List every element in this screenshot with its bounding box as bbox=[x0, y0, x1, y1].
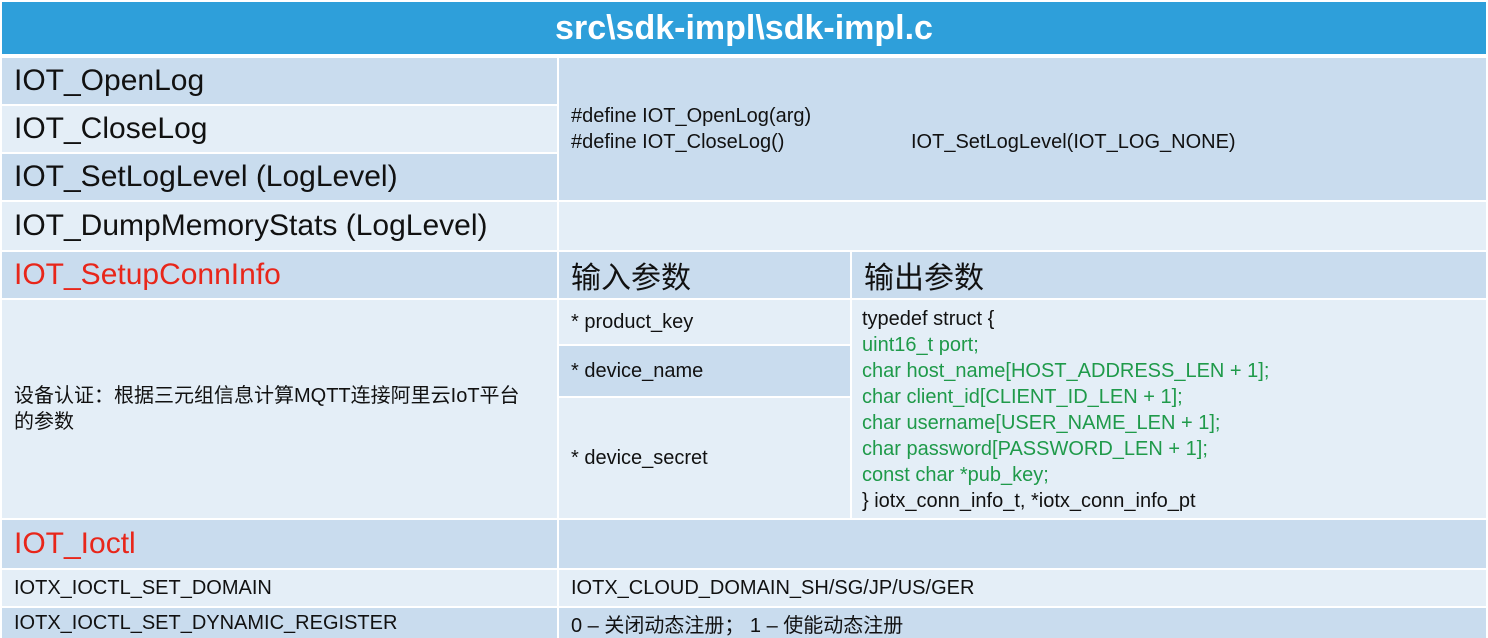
struct-field-port: uint16_t port; bbox=[862, 334, 979, 356]
define-close-log-row: #define IOT_CloseLog() IOT_SetLogLevel(IO… bbox=[571, 129, 1236, 155]
func-open-log: IOT_OpenLog bbox=[2, 58, 557, 104]
ioctl-empty-cell bbox=[559, 520, 1486, 568]
output-struct-cell: typedef struct { uint16_t port; char hos… bbox=[852, 300, 1486, 518]
output-params-header: 输出参数 bbox=[852, 252, 1486, 298]
log-defines-cell: #define IOT_OpenLog(arg) #define IOT_Clo… bbox=[559, 58, 1486, 200]
struct-field-host-name: char host_name[HOST_ADDRESS_LEN + 1]; bbox=[862, 360, 1270, 382]
struct-field-pub-key: const char *pub_key; bbox=[862, 464, 1049, 486]
define-open-log: #define IOT_OpenLog(arg) bbox=[571, 105, 812, 127]
func-set-log-level: IOT_SetLogLevel (LogLevel) bbox=[2, 154, 557, 200]
define-close-log-value: IOT_SetLogLevel(IOT_LOG_NONE) bbox=[911, 131, 1236, 153]
struct-field-password: char password[PASSWORD_LEN + 1]; bbox=[862, 438, 1208, 460]
struct-field-client-id: char client_id[CLIENT_ID_LEN + 1]; bbox=[862, 386, 1183, 408]
input-device-name: * device_name bbox=[559, 346, 850, 396]
dump-memory-empty-cell bbox=[559, 202, 1486, 250]
ioctl-option-set-domain: IOTX_IOCTL_SET_DOMAIN bbox=[2, 570, 557, 606]
func-close-log: IOT_CloseLog bbox=[2, 106, 557, 152]
setup-conn-name: IOT_SetupConnInfo bbox=[2, 252, 557, 298]
ioctl-value-set-domain: IOTX_CLOUD_DOMAIN_SH/SG/JP/US/GER bbox=[559, 570, 1486, 606]
struct-field-username: char username[USER_NAME_LEN + 1]; bbox=[862, 412, 1221, 434]
ioctl-name: IOT_Ioctl bbox=[2, 520, 557, 568]
input-device-secret: * device_secret bbox=[559, 398, 850, 518]
func-dump-memory-stats: IOT_DumpMemoryStats (LogLevel) bbox=[2, 202, 557, 250]
struct-close: } iotx_conn_info_t, *iotx_conn_info_pt bbox=[862, 490, 1196, 512]
ioctl-option-dynamic-register: IOTX_IOCTL_SET_DYNAMIC_REGISTER bbox=[2, 608, 557, 638]
input-params-header: 输入参数 bbox=[559, 252, 850, 298]
output-struct-code: typedef struct { uint16_t port; char hos… bbox=[852, 306, 1269, 514]
log-defines: #define IOT_OpenLog(arg) #define IOT_Clo… bbox=[559, 103, 1236, 155]
ioctl-value-dynamic-register: 0 – 关闭动态注册； 1 – 使能动态注册 bbox=[559, 608, 1486, 638]
define-close-log: #define IOT_CloseLog() bbox=[571, 131, 785, 153]
input-product-key: * product_key bbox=[559, 300, 850, 344]
struct-open: typedef struct { bbox=[862, 308, 995, 330]
page-title: src\sdk-impl\sdk-impl.c bbox=[2, 2, 1486, 54]
setup-conn-description: 设备认证：根据三元组信息计算MQTT连接阿里云IoT平台的参数 bbox=[2, 300, 557, 518]
